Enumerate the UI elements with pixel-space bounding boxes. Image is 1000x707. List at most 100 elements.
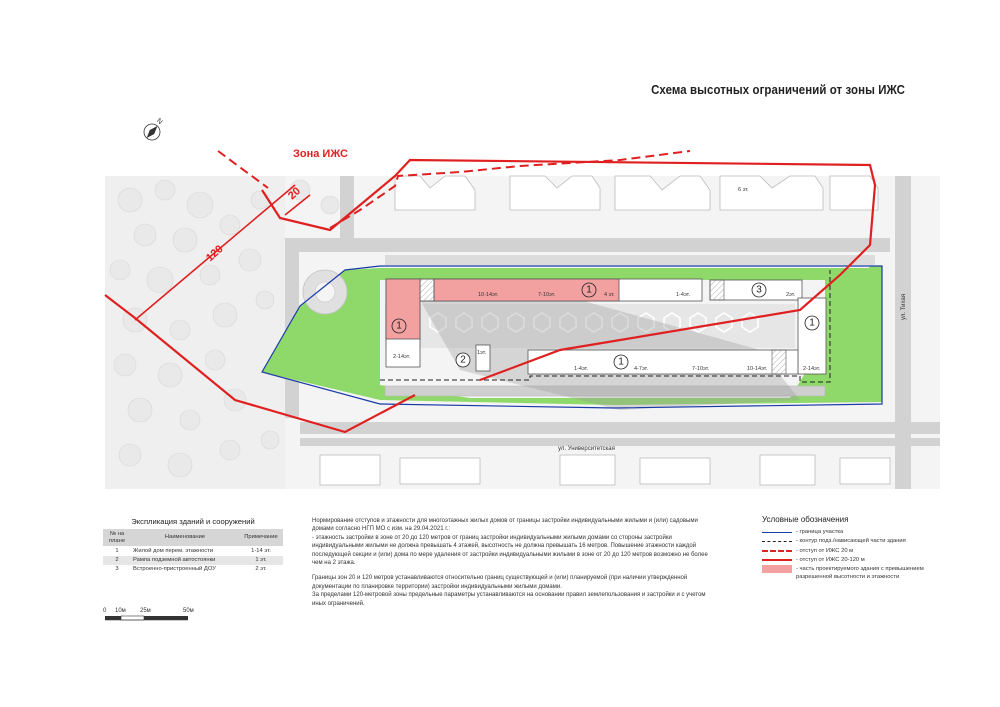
izhs-zone-boundary xyxy=(217,150,691,229)
explication-title: Экспликация зданий и сооружений xyxy=(131,517,255,526)
explication-header-name: Наименование xyxy=(131,529,239,547)
explication-table: № на плане Наименование Примечание 1 Жил… xyxy=(103,529,283,574)
scale-bar: 0 10м 25м 50м xyxy=(103,608,194,621)
floors-4-top: 4 эт. xyxy=(604,292,615,298)
parking-strip-top xyxy=(385,255,875,265)
legend-label: - отступ от ИЖС 20-120 м xyxy=(796,556,865,563)
floors-2-14-left: 2-14эт. xyxy=(393,354,411,360)
scale-tick-10: 10м xyxy=(115,608,126,614)
building-marker-3 xyxy=(751,282,767,298)
notes-paragraph-2: Границы зон 20 и 120 метров устанавливаю… xyxy=(312,575,706,607)
hatched-section-top xyxy=(419,278,435,302)
building-right xyxy=(797,297,827,375)
parking-strip-bottom xyxy=(384,385,826,397)
building-bottom-row xyxy=(527,349,799,375)
legend-swatch-pink-fill xyxy=(762,565,792,574)
table-row: 1 Жилой дом перем. этажности 1-14 эт. xyxy=(103,546,283,555)
zone-label: Зона ИЖС xyxy=(293,148,348,160)
hatched-section-bldg3 xyxy=(709,279,725,301)
table-row: 3 Встроенно-пристроенный ДОУ 2 эт. xyxy=(103,565,283,574)
floors-1-ramp: 1эт. xyxy=(477,350,487,356)
legend-swatch-blue-line xyxy=(762,528,792,536)
legend-label: - контур подз./нависающей части здания xyxy=(796,538,906,545)
legend-item-underground-contour: - контур подз./нависающей части здания xyxy=(762,537,962,546)
explication-header-row: № на плане Наименование Примечание xyxy=(103,529,283,547)
legend-swatch-red-line xyxy=(762,556,792,564)
floors-2-bldg3: 2эт. xyxy=(786,292,796,298)
dimension-line-120 xyxy=(134,184,296,321)
underground-contour xyxy=(380,270,831,383)
floors-1-4-top: 1-4эт. xyxy=(676,292,691,298)
table-row: 2 Рампа подземной автостоянки 1 эт. xyxy=(103,555,283,565)
green-strip-top xyxy=(380,268,882,280)
setback-20m-line xyxy=(261,158,877,382)
row-num: 2 xyxy=(103,555,131,565)
floors-1-4-bottom: 1-4эт. xyxy=(574,366,589,372)
street-label-tihaya: ул. Тихая xyxy=(901,294,907,320)
legend-label: - часть проектируемого здания с превышен… xyxy=(796,566,924,581)
building-marker-2-num: 2 xyxy=(460,355,466,366)
building-marker-3-num: 3 xyxy=(756,285,762,296)
building-marker-bottom xyxy=(613,354,629,370)
row-name: Встроенно-пристроенный ДОУ xyxy=(133,566,216,573)
floors-10-14-bottom: 10-14эт. xyxy=(747,366,768,372)
page-title: Схема высотных ограничений от зоны ИЖС xyxy=(651,82,905,97)
building-marker-top-num: 1 xyxy=(586,285,592,296)
row-name: Жилой дом перем. этажности xyxy=(133,547,214,554)
row-num: 3 xyxy=(115,566,119,573)
floors-2-14-right: 2-14эт. xyxy=(803,366,821,372)
floors-7-10-bottom: 7-10эт. xyxy=(692,366,710,372)
building-marker-right xyxy=(804,315,820,331)
row-note: 1-14 эт. xyxy=(251,547,271,554)
existing-buildings-top xyxy=(394,175,879,211)
exceeding-part-left xyxy=(385,278,421,340)
legend-item-site-boundary: - граница участка xyxy=(762,528,962,537)
row-num: 1 xyxy=(115,547,119,554)
street-label-univ: ул. Университетская xyxy=(558,446,615,452)
explication-header-note: Примечание xyxy=(239,529,283,547)
dimension-line-20 xyxy=(284,194,311,216)
building-marker-bottom-num: 1 xyxy=(618,357,624,368)
building-marker-2 xyxy=(455,352,471,368)
explication-block: Экспликация зданий и сооружений № на пла… xyxy=(103,517,283,574)
legend-label: - граница участка xyxy=(796,529,844,535)
park-area-left xyxy=(105,176,340,489)
legend-block: Условные обозначения - граница участка -… xyxy=(762,515,962,581)
row-name: Рампа подземной автостоянки xyxy=(131,555,239,565)
existing-buildings-bottom xyxy=(319,454,891,486)
site-boundary xyxy=(261,265,883,409)
scale-tick-25: 25м xyxy=(140,608,151,614)
building-marker-top xyxy=(581,282,597,298)
building-marker-left xyxy=(391,318,407,334)
svg-text:N: N xyxy=(155,117,163,126)
row-note: 1 эт. xyxy=(239,555,283,565)
existing-floors-label: 6 эт. xyxy=(738,187,749,193)
legend-swatch-dashed-line xyxy=(762,537,792,545)
hatched-section-bottom xyxy=(771,349,787,375)
roundabout-island xyxy=(314,281,336,303)
scale-tick-50: 50м xyxy=(183,608,194,614)
setback-120m-line xyxy=(104,294,416,434)
floors-7-10-top: 7-10эт. xyxy=(538,292,556,298)
legend-item-setback-20: - отступ от ИЖС 20 м xyxy=(762,547,962,556)
scale-tick-0: 0 xyxy=(103,608,107,614)
notes-block: Нормирование отступов и этажности для мн… xyxy=(312,517,710,615)
site-plan-map: 6 эт. 1 3 xyxy=(104,117,940,489)
legend-item-exceeding-part: - часть проектируемого здания с превышен… xyxy=(762,565,962,581)
explication-header-num: № на плане xyxy=(103,529,131,547)
row-note: 2 эт. xyxy=(255,566,267,573)
building-marker-right-num: 1 xyxy=(809,318,815,329)
legend-label: - отступ от ИЖС 20 м xyxy=(796,547,854,554)
floors-4-7-bottom: 4-7эт. xyxy=(634,366,649,372)
notes-paragraph-1: Нормирование отступов и этажности для мн… xyxy=(312,518,708,567)
courtyard xyxy=(385,304,795,348)
building-marker-left-num: 1 xyxy=(396,321,402,332)
ramp-building xyxy=(475,344,491,372)
courtyard-hexagons xyxy=(429,312,759,333)
green-strip-right xyxy=(825,268,882,402)
legend-title: Условные обозначения xyxy=(762,515,849,524)
legend-swatch-red-dashed xyxy=(762,547,792,555)
floors-10-14-top: 10-14эт. xyxy=(478,292,499,298)
legend-item-setback-20-120: - отступ от ИЖС 20-120 м xyxy=(762,556,962,565)
north-arrow-icon: N xyxy=(143,117,163,141)
